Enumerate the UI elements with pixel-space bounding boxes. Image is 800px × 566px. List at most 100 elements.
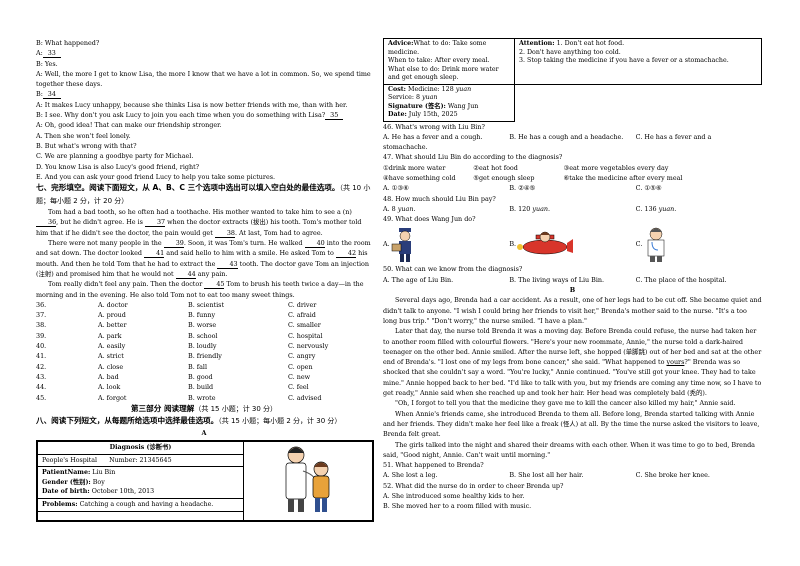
question-50: 50. What can we know from the diagnosis? bbox=[383, 265, 523, 274]
dialog-option: C. We are planning a goodbye party for M… bbox=[36, 152, 194, 161]
question-46-options: A. He has a fever and a cough. B. He has … bbox=[383, 132, 762, 142]
question-51: 51. What happened to Brenda? bbox=[383, 461, 484, 470]
section-7-title: 七、完形填空。阅读下面短文，从 A、B、C 三个选项中选出可以填入空白处的最佳选… bbox=[36, 183, 371, 205]
dialog-line: B: Yes. bbox=[36, 59, 58, 68]
option-a[interactable]: A. The age of Liu Bin. bbox=[383, 275, 454, 284]
blank-34[interactable]: 34 bbox=[42, 90, 61, 100]
option-b[interactable]: B. She lost all her hair. bbox=[509, 471, 584, 480]
blank-45[interactable]: 45 bbox=[204, 280, 225, 290]
question-52: 52. What did the nurse do in order to ch… bbox=[383, 481, 564, 490]
question-51-options: A. She lost a leg. B. She lost all her ha… bbox=[383, 470, 762, 480]
doctor-image bbox=[648, 228, 665, 263]
question-49: 49. What does Wang Jun do? bbox=[383, 215, 476, 224]
dialog-line: A: Oh, good idea! That can make our frie… bbox=[36, 121, 222, 130]
dialog-option: A. Then she won't feel lonely. bbox=[36, 131, 131, 140]
option-a[interactable]: A. She lost a leg. bbox=[383, 471, 438, 480]
option-b[interactable]: B. He has a cough and a headache. bbox=[509, 132, 624, 141]
blank-36[interactable]: 36 bbox=[36, 218, 57, 228]
blank-42[interactable]: 42 bbox=[335, 249, 357, 259]
dialog-line: A: Well, the more I get to know Lisa, th… bbox=[36, 69, 371, 89]
pilot-plane-image bbox=[517, 232, 574, 255]
blank-33[interactable]: 33 bbox=[42, 49, 61, 59]
left-column: B: What happened? A:33 B: Yes. A: Well, … bbox=[36, 38, 374, 522]
blank-40[interactable]: 40 bbox=[304, 239, 325, 249]
option-a[interactable]: A. bbox=[383, 225, 509, 263]
question-49-options: A. B. bbox=[383, 224, 762, 264]
dialog-line: A:33 bbox=[36, 48, 372, 59]
cloze-paragraph-1: Tom had a bad tooth, so he often had a t… bbox=[36, 208, 362, 238]
question-47-options: A. ①③⑥ B. ②④⑤ C. ①⑤⑥ bbox=[383, 183, 762, 193]
right-column: Advice:What to do: Take some medicine. W… bbox=[383, 38, 762, 512]
blank-43[interactable]: 43 bbox=[217, 260, 238, 269]
option-b[interactable]: B. She moved her to a room filled with m… bbox=[383, 502, 532, 511]
advice-attention-box: Advice:What to do: Take some medicine. W… bbox=[383, 38, 762, 85]
cost-box: Cost: Medicine: 128 yuan Service: 8 yuan… bbox=[383, 84, 515, 122]
dialog-line: B: What happened? bbox=[36, 39, 100, 47]
cloze-paragraph-3: Tom really didn't feel any pain. Then th… bbox=[36, 280, 364, 299]
option-a[interactable]: A. He has a fever and a cough. bbox=[383, 132, 483, 141]
advice-cell: Advice:What to do: Take some medicine. W… bbox=[384, 39, 515, 84]
dialog-line: A: It makes Lucy unhappy, because she th… bbox=[36, 100, 348, 109]
spacer-row bbox=[37, 510, 244, 521]
blank-35[interactable]: 35 bbox=[325, 111, 344, 121]
option-b[interactable]: B. The living ways of Liu Bin. bbox=[509, 275, 605, 284]
option-b[interactable]: B. bbox=[509, 227, 635, 261]
option-a[interactable]: A. She introduced some healthy kids to h… bbox=[383, 492, 525, 500]
dialog-option: B. But what's wrong with that? bbox=[36, 141, 137, 150]
option-c[interactable]: C. ①⑤⑥ bbox=[635, 184, 662, 193]
doctor-illustration-cell bbox=[243, 441, 373, 521]
question-47: 47. What should Liu Bin do according to … bbox=[383, 153, 563, 162]
option-a[interactable]: A. 8 yuan. bbox=[383, 204, 416, 213]
question-46: 46. What's wrong with Liu Bin? bbox=[383, 122, 485, 131]
option-c[interactable]: C. bbox=[636, 225, 762, 263]
question-46-option-c-cont: stomachache. bbox=[383, 143, 428, 152]
question-50-options: A. The age of Liu Bin. B. The living ways… bbox=[383, 275, 762, 285]
option-c[interactable]: C. He has a fever and a bbox=[635, 132, 712, 141]
blank-41[interactable]: 41 bbox=[144, 249, 165, 259]
passage-b-label: B bbox=[569, 286, 576, 295]
option-c[interactable]: C. 136 yuan. bbox=[635, 204, 677, 213]
story-paragraph: When Annie's friends came, she introduce… bbox=[383, 409, 760, 439]
option-c[interactable]: C. The place of the hospital. bbox=[635, 275, 727, 284]
cloze-paragraph-2: There were not many people in the 39. So… bbox=[36, 239, 371, 279]
diagnosis-title: Diagnosis (诊断书) bbox=[37, 441, 244, 455]
option-c[interactable]: C. She broke her knee. bbox=[635, 471, 710, 480]
doctor-examining-patient-image bbox=[285, 446, 330, 513]
section-8-title: 八、阅读下列短文，从每题所给选项中选择最佳选项。（共 15 小题；每小题 2 分… bbox=[36, 416, 342, 426]
option-b[interactable]: B. ②④⑤ bbox=[509, 184, 536, 193]
dialog-line: B: I see. Why don't you ask Lucy to join… bbox=[36, 110, 372, 121]
blank-38[interactable]: 38 bbox=[214, 229, 235, 238]
attention-cell: Attention: 1. Don't eat hot food. 2. Don… bbox=[519, 40, 729, 64]
question-48: 48. How much should Liu Bin pay? bbox=[383, 194, 496, 203]
story-paragraph: Several days ago, Brenda had a car accid… bbox=[383, 296, 762, 325]
story-paragraph: The girls talked into the night and shar… bbox=[383, 440, 755, 459]
dialog-option: E. And you can ask your good friend Lucy… bbox=[36, 172, 276, 181]
passage-a-label: A bbox=[201, 428, 207, 437]
dialog-line: B:34 bbox=[36, 89, 372, 100]
patient-info-row: PatientName: Liu Bin Gender (性别): Boy Da… bbox=[37, 466, 244, 499]
dialog-option: D. You know Lisa is also Lucy's good fri… bbox=[36, 162, 200, 171]
blank-44[interactable]: 44 bbox=[175, 270, 196, 279]
blank-39[interactable]: 39 bbox=[163, 239, 184, 249]
hospital-row: People's Hospital Number: 21345645 bbox=[37, 453, 244, 468]
story-paragraph: "Oh, I forgot to tell you that the medic… bbox=[395, 399, 736, 408]
option-a[interactable]: A. ①③⑥ bbox=[383, 184, 409, 193]
diagnosis-card: Diagnosis (诊断书) bbox=[36, 440, 374, 522]
blank-37[interactable]: 37 bbox=[144, 218, 166, 228]
problems-row: Problems: Catching a cough and having a … bbox=[37, 497, 244, 512]
option-b[interactable]: B. 120 yuan. bbox=[509, 204, 551, 213]
